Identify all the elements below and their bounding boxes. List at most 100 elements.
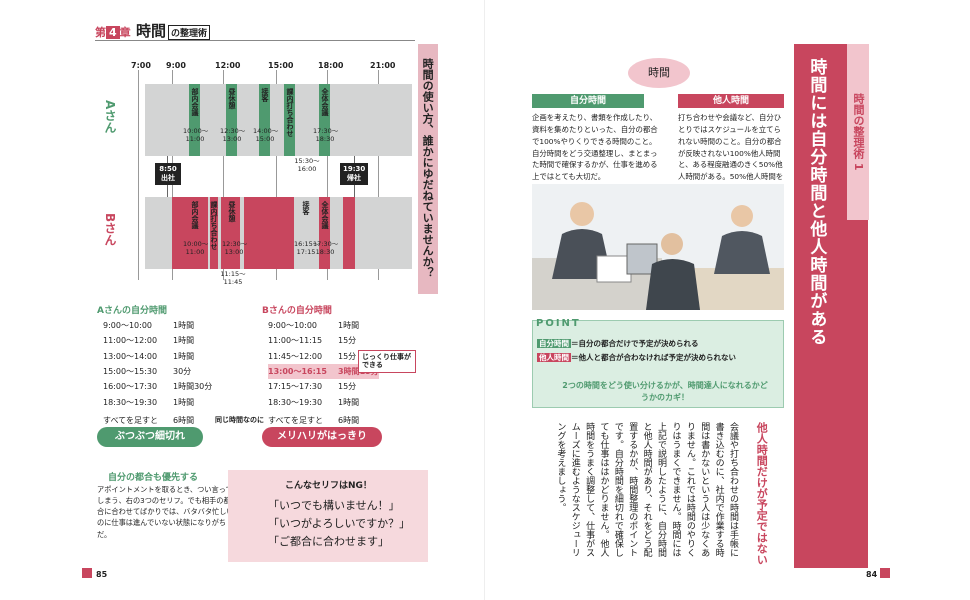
point-box bbox=[532, 320, 784, 408]
grid-line bbox=[223, 70, 224, 280]
other-time-header: 他人時間 bbox=[678, 94, 784, 108]
list-total-value: 6時間 bbox=[338, 416, 360, 426]
pill-b: メリハリがはっきり bbox=[262, 427, 382, 447]
list-a-title: Aさんの自分時間 bbox=[97, 306, 167, 316]
side-tag: 時間の整理術 1 bbox=[847, 44, 869, 220]
segment-label: 昼休憩 bbox=[228, 88, 236, 109]
corner-mark bbox=[82, 568, 92, 578]
segment-time: 17:30〜18:30 bbox=[313, 127, 339, 143]
list-time: 9:00〜10:00 bbox=[103, 321, 153, 330]
list-time: 18:30〜19:30 bbox=[103, 397, 158, 407]
tick-label: 12:00 bbox=[215, 61, 241, 70]
ng-title: こんなセリフはNG！ bbox=[285, 481, 372, 491]
list-total-value: 6時間 bbox=[173, 416, 195, 426]
pill-a: ぶつぶつ細切れ bbox=[97, 427, 203, 447]
person-b-label: Bさん bbox=[103, 213, 117, 247]
list-time: 11:45〜12:00 bbox=[268, 351, 323, 361]
list-total-label: すべてを足すと bbox=[268, 416, 323, 426]
list-b-title: Bさんの自分時間 bbox=[262, 306, 332, 316]
list-item: 16:00〜17:30 1時間30分 bbox=[103, 379, 212, 394]
man-head bbox=[570, 202, 594, 226]
page-number-left: 85 bbox=[96, 570, 108, 579]
page-title: 時間 bbox=[136, 22, 167, 40]
segment-a-all-hands bbox=[319, 84, 330, 156]
point-question: 2つの時間をどう使い分けるかが、時間達人になれるかどうかのカギ！ bbox=[562, 381, 768, 402]
leave-label: 帰社 bbox=[347, 174, 361, 183]
chapter-prefix: 第 bbox=[95, 26, 106, 39]
list-time: 13:00〜16:15 bbox=[268, 367, 327, 377]
title-tag: の整理術 bbox=[168, 25, 211, 40]
list-time: 11:00〜11:15 bbox=[268, 336, 323, 346]
segment-time: 17:30〜18:30 bbox=[313, 240, 339, 256]
segment-time: 16:15〜17:15 bbox=[294, 240, 320, 256]
time-oval: 時間 bbox=[628, 58, 690, 88]
timeline-band-a bbox=[145, 84, 412, 156]
ng-line: 「ご都合に合わせます」 bbox=[268, 535, 389, 548]
tick-label: 9:00 bbox=[166, 61, 186, 70]
point-label: POINT bbox=[536, 318, 581, 329]
document-icon bbox=[596, 255, 632, 283]
illustration bbox=[532, 184, 784, 310]
leave-chip: 19:30 帰社 bbox=[340, 163, 368, 186]
list-time: 17:15〜17:30 bbox=[268, 382, 323, 392]
segment-a-meeting bbox=[189, 84, 200, 156]
segment-label: 接客 bbox=[302, 201, 310, 215]
list-duration: 1時間30分 bbox=[173, 382, 213, 392]
grid-line bbox=[138, 70, 139, 280]
segment-b-all-hands bbox=[319, 197, 330, 269]
list-time: 18:30〜19:30 bbox=[268, 397, 323, 407]
body-text: 会議や打ち合わせの時間は手帳に書き込むのに、社内で作業する時間は書かないという人… bbox=[555, 422, 738, 557]
segment-time: 12:30〜13:00 bbox=[220, 127, 246, 143]
tick-label: 7:00 bbox=[131, 61, 151, 70]
segment-time: 15:30〜16:00 bbox=[294, 157, 320, 173]
corner-mark bbox=[880, 568, 890, 578]
segment-label: 部内会議 bbox=[191, 88, 199, 116]
ng-box bbox=[228, 470, 428, 562]
point-text: ＝自分の都合だけで予定が決められる bbox=[571, 339, 699, 348]
man-suit bbox=[714, 231, 770, 274]
segment-label: 部内会議 bbox=[191, 201, 199, 229]
man-suit bbox=[646, 259, 700, 310]
page-fold bbox=[484, 0, 485, 600]
segment-b-focus bbox=[244, 197, 294, 269]
business-people-illustration bbox=[532, 202, 784, 310]
list-duration: 1時間 bbox=[173, 321, 195, 330]
tip-body: アポイントメントを取るとき、つい言ってしまう、右の3つのセリフ。でも相手の都合に… bbox=[97, 485, 234, 539]
section-title: 時間には自分時間と他人時間がある bbox=[806, 58, 827, 346]
question-bar bbox=[418, 44, 438, 294]
segment-b-own-time bbox=[172, 197, 208, 269]
segment-b-internal bbox=[210, 197, 218, 269]
chapter-suffix: 章 bbox=[119, 26, 131, 39]
list-duration: 15分 bbox=[338, 382, 357, 392]
own-time-body: 企画を考えたり、書類を作成したり、資料を集めたりといった、自分の都合で100%や… bbox=[532, 113, 658, 182]
man-head bbox=[731, 205, 753, 227]
list-item: 9:00〜10:00 1時間 bbox=[103, 318, 212, 333]
list-total: すべてを足すと 6時間 bbox=[103, 413, 212, 428]
highlight-note: じっくり仕事ができる bbox=[358, 350, 416, 373]
list-time: 16:00〜17:30 bbox=[103, 382, 158, 392]
segment-a-lunch bbox=[226, 84, 237, 156]
segment-label: 課内打ち合わせ bbox=[286, 88, 294, 137]
chapter-number: 4 bbox=[106, 26, 120, 39]
person-a-label: Aさん bbox=[103, 100, 117, 134]
segment-label: 課内打ち合わせ bbox=[210, 201, 218, 250]
header-rule bbox=[95, 40, 415, 41]
list-time: 9:00〜10:00 bbox=[268, 321, 318, 330]
segment-time: 12:30〜13:00 bbox=[222, 240, 248, 256]
point-tag: 自分時間 bbox=[537, 339, 571, 348]
list-total-label: すべてを足すと bbox=[103, 416, 158, 426]
list-duration: 1時間 bbox=[173, 336, 195, 346]
list-time: 15:00〜15:30 bbox=[103, 367, 158, 377]
grid-line bbox=[378, 70, 379, 280]
list-time: 11:00〜12:00 bbox=[103, 336, 158, 346]
segment-time: 11:15〜11:45 bbox=[220, 270, 246, 286]
